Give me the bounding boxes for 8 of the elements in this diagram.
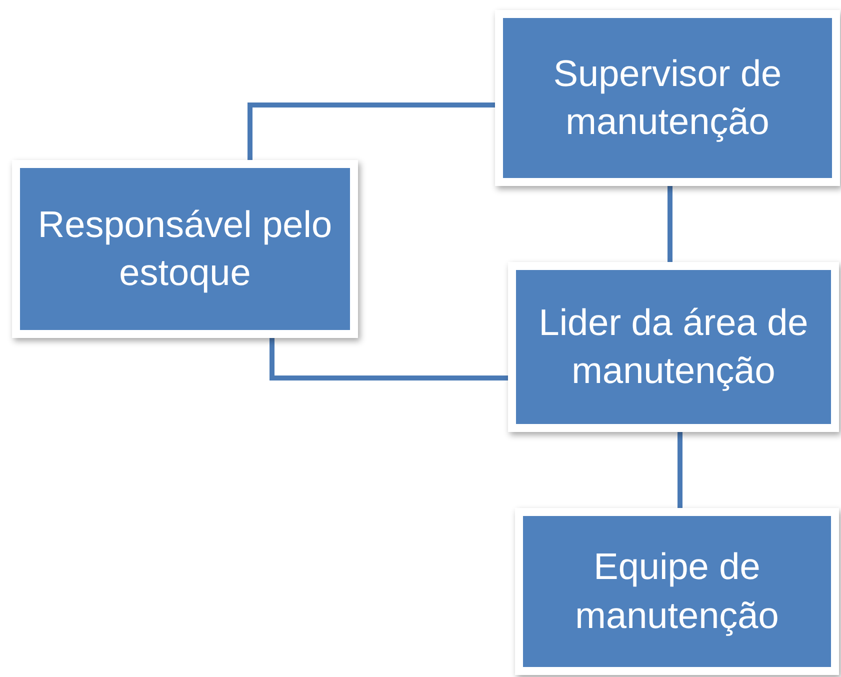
role-title: Lider da área de manutenção (538, 300, 810, 393)
connector-line (678, 432, 682, 508)
role-title: Supervisor de manutenção (552, 52, 783, 144)
connector-line (668, 186, 672, 262)
connector-line (248, 102, 495, 160)
connector-line (270, 338, 508, 380)
role-title: Equipe de manutenção (574, 545, 780, 638)
role-title: Responsável pelo estoque (36, 202, 334, 295)
